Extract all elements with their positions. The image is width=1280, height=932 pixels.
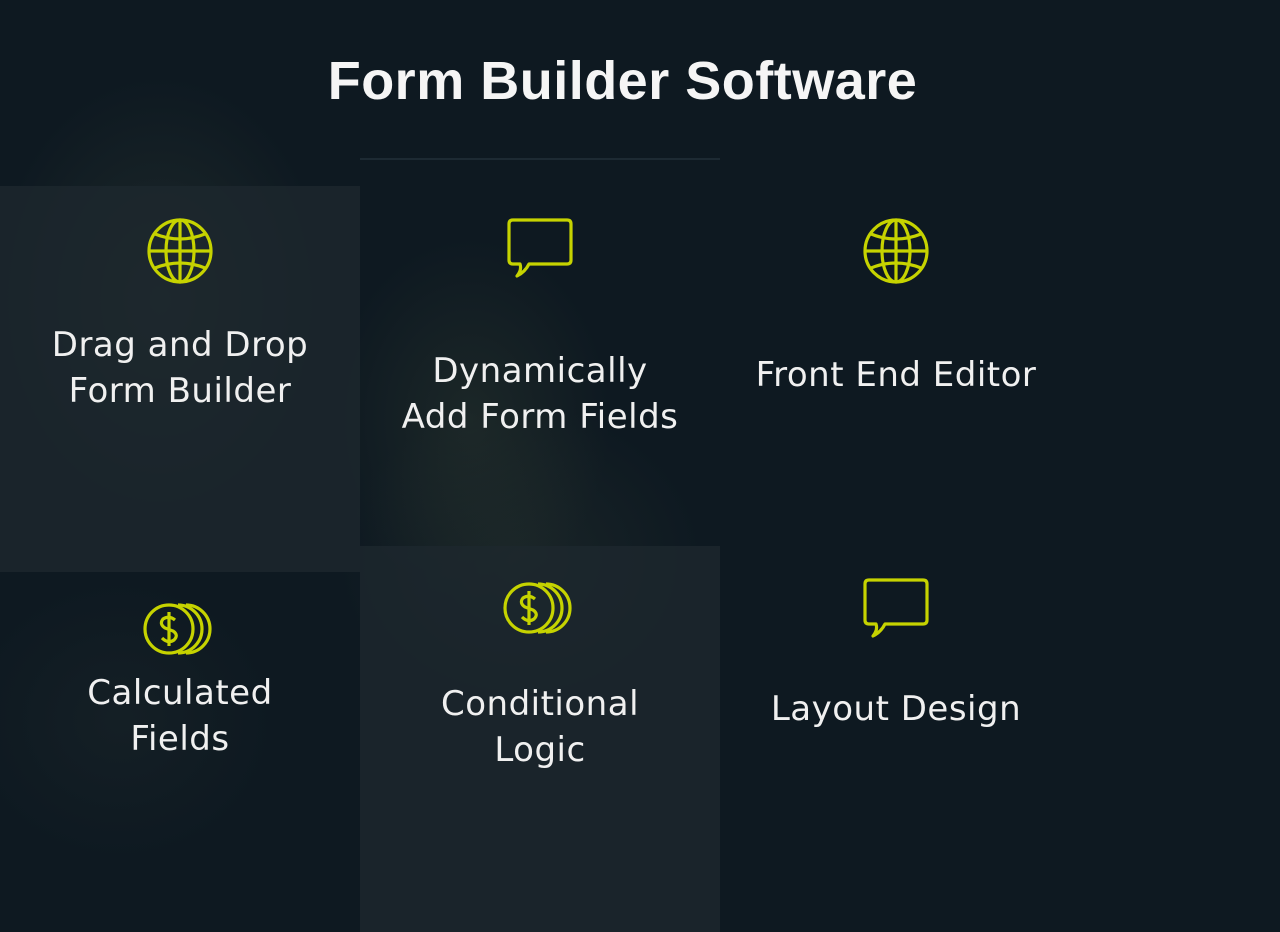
feature-card-conditional-logic: Conditional Logic: [360, 546, 720, 932]
speech-bubble-icon: [507, 218, 573, 278]
feature-label: Calculated Fields: [87, 673, 273, 759]
feature-label: Dynamically Add Form Fields: [401, 351, 679, 437]
feature-card-front-end-editor: Front End Editor: [716, 186, 1076, 572]
feature-label: Drag and Drop Form Builder: [51, 325, 309, 411]
feature-card-dynamic-fields: Dynamically Add Form Fields: [360, 160, 720, 546]
speech-bubble-icon: [863, 578, 929, 638]
feature-card-drag-and-drop: Drag and Drop Form Builder: [0, 186, 360, 572]
globe-icon: [863, 218, 929, 284]
globe-icon: [147, 218, 213, 284]
page-title: Form Builder Software: [327, 51, 918, 112]
divider: [360, 158, 720, 160]
feature-card-calculated-fields: Calculated Fields: [0, 572, 360, 932]
feature-card-layout-design: Layout Design: [716, 546, 1076, 932]
coins-icon: [143, 603, 212, 655]
feature-label: Front End Editor: [755, 355, 1037, 395]
coins-icon: [503, 582, 572, 634]
feature-label: Layout Design: [770, 689, 1022, 729]
feature-label: Conditional Logic: [440, 684, 640, 770]
